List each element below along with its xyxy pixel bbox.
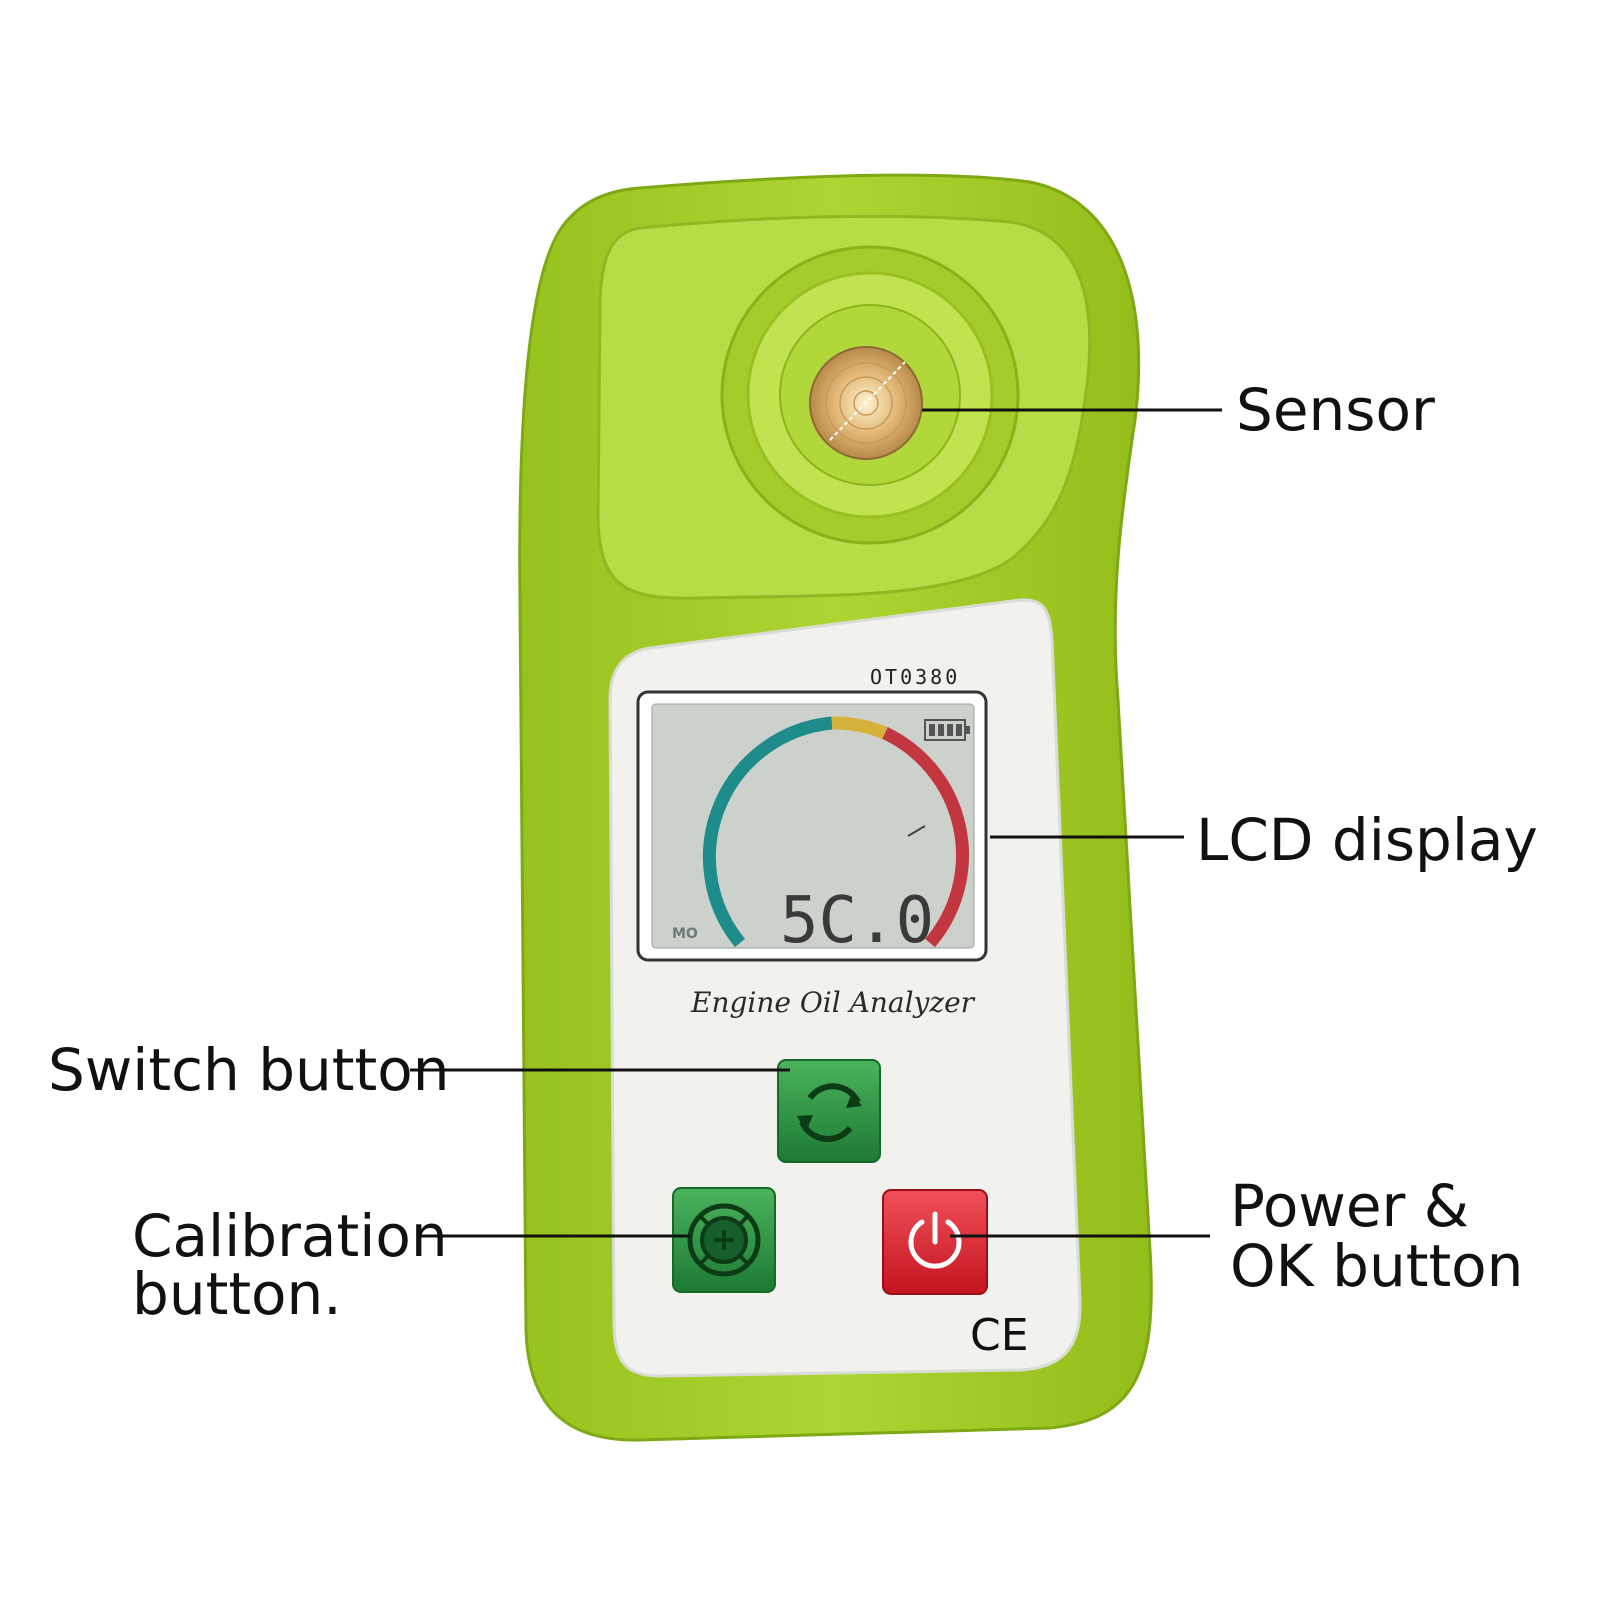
callout-switch: Switch button: [48, 1036, 790, 1104]
lcd-label: LCD display: [1196, 806, 1538, 874]
gauge-arc-yellow: [831, 716, 888, 740]
power-label-line1: Power &: [1230, 1172, 1469, 1240]
ce-mark: CE: [970, 1310, 1029, 1361]
calibration-button[interactable]: [672, 1187, 776, 1293]
sensor-label: Sensor: [1236, 376, 1435, 444]
switch-button[interactable]: [777, 1059, 881, 1163]
callout-calibration: Calibration button.: [132, 1202, 690, 1328]
crosshair-plus-icon: [687, 1203, 761, 1277]
sensor-assembly: [720, 245, 1020, 545]
gauge-needle-mark: [907, 825, 926, 837]
model-number: OT0380: [870, 665, 960, 689]
gauge-arc-red: [882, 727, 969, 948]
power-ok-button[interactable]: [882, 1189, 988, 1295]
lcd-reading: 5C.0: [780, 884, 934, 958]
lcd-mode-label: MO: [672, 926, 698, 942]
callout-lcd: LCD display: [990, 806, 1538, 874]
power-label-line2: OK button: [1230, 1232, 1523, 1300]
brand-label: Engine Oil Analyzer: [690, 986, 976, 1019]
battery-icon: [924, 719, 970, 741]
gauge-arc-green: [702, 716, 833, 948]
refresh-icon: [797, 1083, 862, 1142]
callout-power: Power & OK button: [950, 1172, 1523, 1300]
lcd-display: MO 5C.0: [636, 690, 988, 962]
sensor-disc: [809, 346, 923, 460]
switch-label: Switch button: [48, 1036, 450, 1104]
callout-sensor: Sensor: [922, 376, 1435, 444]
calibration-label-line2: button.: [132, 1260, 342, 1328]
calibration-label-line1: Calibration: [132, 1202, 448, 1270]
